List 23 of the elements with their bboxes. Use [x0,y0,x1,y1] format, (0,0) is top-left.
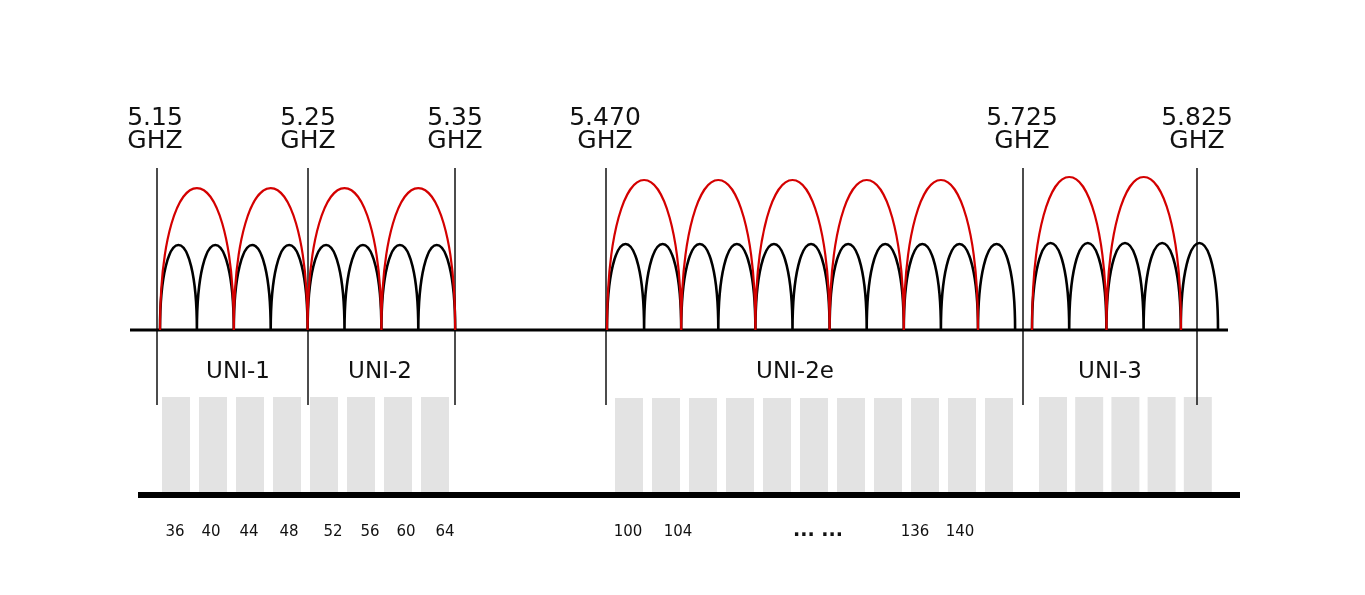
frequency-label: 5.470 GHZ [569,105,641,151]
channel-number: 64 [435,522,455,540]
frequency-label: 5.35 GHZ [427,105,483,151]
band-label: UNI-3 [1078,357,1142,383]
frequency-label: 5.15 GHZ [127,105,183,151]
channel-number: 136 [900,522,930,540]
band-label: UNI-2e [756,357,834,383]
channel-number: 44 [239,522,259,540]
band-label: UNI-2 [348,357,412,383]
channel-number: 140 [945,522,975,540]
band-label: UNI-1 [206,357,270,383]
frequency-label: 5.825 GHZ [1161,105,1233,151]
ellipsis: ... ... [793,520,843,538]
channel-number: 52 [323,522,343,540]
channel-number: 56 [360,522,380,540]
channel-number: 36 [165,522,185,540]
channel-number: 40 [201,522,221,540]
channel-number: 60 [396,522,416,540]
frequency-label: 5.725 GHZ [986,105,1058,151]
frequency-label: 5.25 GHZ [280,105,336,151]
channel-number: 100 [613,522,643,540]
channel-number: 48 [279,522,299,540]
channel-number: 104 [663,522,693,540]
